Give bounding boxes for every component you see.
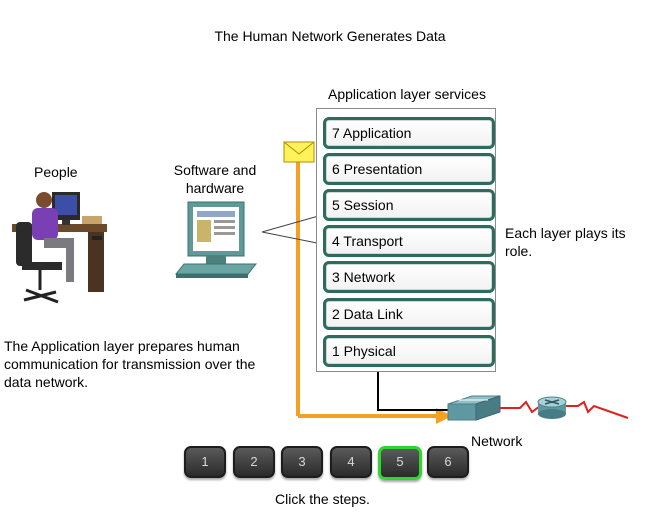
role-text: Each layer plays its role. xyxy=(505,225,626,259)
step-6-button[interactable]: 6 xyxy=(427,446,469,478)
layer-physical: 1 Physical xyxy=(323,335,495,367)
step-5-button[interactable]: 5 xyxy=(378,446,422,480)
callout-lines xyxy=(261,214,323,245)
step-4-button[interactable]: 4 xyxy=(330,446,372,478)
stack-link xyxy=(377,371,448,411)
network-label: Network xyxy=(471,433,523,449)
envelope-icon xyxy=(283,141,315,163)
router-icon xyxy=(537,396,567,419)
layer-network: 3 Network xyxy=(323,261,495,293)
layer-transport: 4 Transport xyxy=(323,225,495,257)
layer-stack: 7 Application 6 Presentation 5 Session 4… xyxy=(316,108,496,372)
click-instruction: Click the steps. xyxy=(275,491,370,507)
computer-icon xyxy=(174,201,258,278)
network-link-line xyxy=(500,400,541,414)
network-link-line-right xyxy=(564,400,629,419)
layer-session: 5 Session xyxy=(323,189,495,221)
services-label: Application layer services xyxy=(328,86,486,102)
description-text: The Application layer prepares human com… xyxy=(4,338,256,390)
switch-icon xyxy=(447,395,501,421)
data-path xyxy=(296,162,452,424)
person-at-desk-icon xyxy=(12,192,107,304)
step-1-button[interactable]: 1 xyxy=(184,446,226,478)
people-label: People xyxy=(34,164,78,180)
step-3-button[interactable]: 3 xyxy=(281,446,323,478)
layer-data-link: 2 Data Link xyxy=(323,298,495,330)
layer-presentation: 6 Presentation xyxy=(323,153,495,185)
layer-application: 7 Application xyxy=(323,117,495,149)
page-title: The Human Network Generates Data xyxy=(214,28,446,44)
step-2-button[interactable]: 2 xyxy=(233,446,275,478)
software-hardware-label: Software and hardware xyxy=(173,162,257,196)
